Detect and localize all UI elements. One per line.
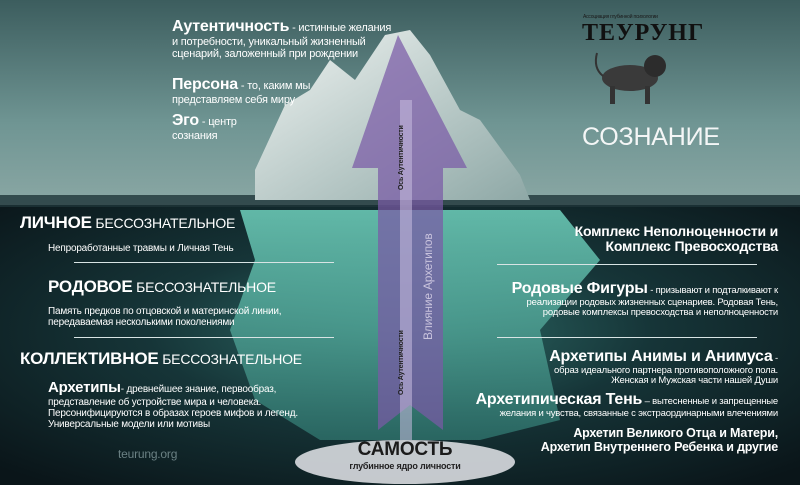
personal-unconscious-heading: ЛИЧНОЕ БЕССОЗНАТЕЛЬНОЕ <box>20 213 236 233</box>
logo-subtitle: Ассоциация глубинной психологии <box>583 14 658 20</box>
anima-desc: Женская и Мужская части нашей Души <box>611 375 778 387</box>
archetypes-desc: - древнейшее знание, первообраз, <box>120 384 277 395</box>
lion-logo-icon <box>594 52 666 104</box>
divider <box>497 264 757 265</box>
ancestral-figures-desc: реализации родовых жизненных сценариев. … <box>526 296 779 308</box>
ancestral-desc-line: Память предков по отцовской и материнско… <box>48 306 282 317</box>
ego-title: Эго <box>172 112 200 129</box>
authenticity-desc: - истинные желания <box>289 22 392 34</box>
axis-label-top: Ось Аутентичности <box>398 125 405 190</box>
archetypes-desc: Универсальные модели или мотивы <box>48 418 210 430</box>
divider <box>497 337 757 338</box>
authenticity-desc: сценарий, заложенный при рождении <box>172 47 358 60</box>
archetypes-influence-label: Влияние Архетипов <box>421 233 435 340</box>
ancestral-unconscious-heading: РОДОВОЕ БЕССОЗНАТЕЛЬНОЕ <box>48 277 276 297</box>
ancestral-figures-title: Родовые Фигуры <box>511 280 648 297</box>
authenticity-text: Аутентичность - истинные желания и потре… <box>172 18 391 60</box>
ego-text: Эго - центр сознания <box>172 112 237 142</box>
persona-desc: - то, каким мы <box>238 80 311 92</box>
ancestral-desc-line: передаваемая несколькими поколениями <box>48 317 235 328</box>
personal-desc: Непроработанные травмы и Личная Тень <box>48 243 234 254</box>
self-ellipse <box>295 440 515 484</box>
authenticity-title: Аутентичность <box>172 18 290 35</box>
conscious-label: СОЗНАНИЕ <box>582 123 720 151</box>
personal-suffix: БЕССОЗНАТЕЛЬНОЕ <box>91 215 236 231</box>
ego-desc: - центр <box>199 116 237 128</box>
authenticity-desc: и потребности, уникальный жизненный <box>172 35 366 48</box>
archetypes-title: Архетипы <box>48 379 121 396</box>
self-subtitle: глубинное ядро личности <box>349 461 461 471</box>
ancestral-figures-desc: - призывают и подталкивают к <box>647 285 778 296</box>
anima-title: Архетипы Анимы и Анимуса <box>549 348 773 365</box>
ancestral-figures-desc: родовые комплексы превосходства и неполн… <box>542 307 778 319</box>
shadow-desc: желания и чувства, связанные с экстраорд… <box>499 407 779 419</box>
divider <box>74 337 334 338</box>
anima-dash: - <box>772 353 778 364</box>
collective-title: КОЛЛЕКТИВНОЕ <box>20 349 159 368</box>
logo-name: ТЕУРУНГ <box>582 20 705 46</box>
collective-unconscious-heading: КОЛЛЕКТИВНОЕ БЕССОЗНАТЕЛЬНОЕ <box>20 349 302 369</box>
complex-line: Комплекс Превосходства <box>605 238 779 255</box>
ancestral-suffix: БЕССОЗНАТЕЛЬНОЕ <box>132 279 276 295</box>
other-archetypes-text: Архетип Великого Отца и Матери, Архетип … <box>540 426 778 455</box>
archetypes-desc: Персонифицируются в образах героев мифов… <box>48 407 298 419</box>
personal-title: ЛИЧНОЕ <box>20 213 92 232</box>
others-line: Архетип Великого Отца и Матери, <box>573 426 778 440</box>
anima-animus-text: Архетипы Анимы и Анимуса - образ идеальн… <box>549 348 778 386</box>
shadow-title: Архетипическая Тень <box>475 391 643 408</box>
persona-title: Персона <box>172 76 239 93</box>
collective-suffix: БЕССОЗНАТЕЛЬНОЕ <box>158 351 302 367</box>
self-title: САМОСТЬ <box>357 439 453 460</box>
persona-text: Персона - то, каким мы представляем себя… <box>172 76 310 106</box>
ego-desc: сознания <box>172 129 218 142</box>
ancestral-desc: Память предков по отцовской и материнско… <box>48 306 282 328</box>
anima-desc: образ идеального партнера противоположно… <box>554 364 778 376</box>
axis-label-bottom: Ось Аутентичности <box>398 330 405 395</box>
persona-desc: представляем себя миру <box>172 93 295 106</box>
divider <box>74 262 334 263</box>
shadow-desc: – вытесненные и запрещенные <box>642 396 779 407</box>
others-line: Архетип Внутреннего Ребенка и другие <box>540 439 778 454</box>
archetypes-desc: представление об устройстве мира и челов… <box>48 396 262 408</box>
axis-strip <box>400 100 412 440</box>
ancestral-title: РОДОВОЕ <box>48 277 133 296</box>
archetypal-shadow-text: Архетипическая Тень – вытесненные и запр… <box>475 391 779 419</box>
ancestral-figures-text: Родовые Фигуры - призывают и подталкиваю… <box>511 280 779 319</box>
website-link[interactable]: teurung.org <box>118 447 178 461</box>
complex-line: Комплекс Неполноценности и <box>574 223 779 239</box>
archetypes-text: Архетипы- древнейшее знание, первообраз,… <box>48 379 298 430</box>
complexes-text: Комплекс Неполноценности и Комплекс Прев… <box>574 223 779 255</box>
